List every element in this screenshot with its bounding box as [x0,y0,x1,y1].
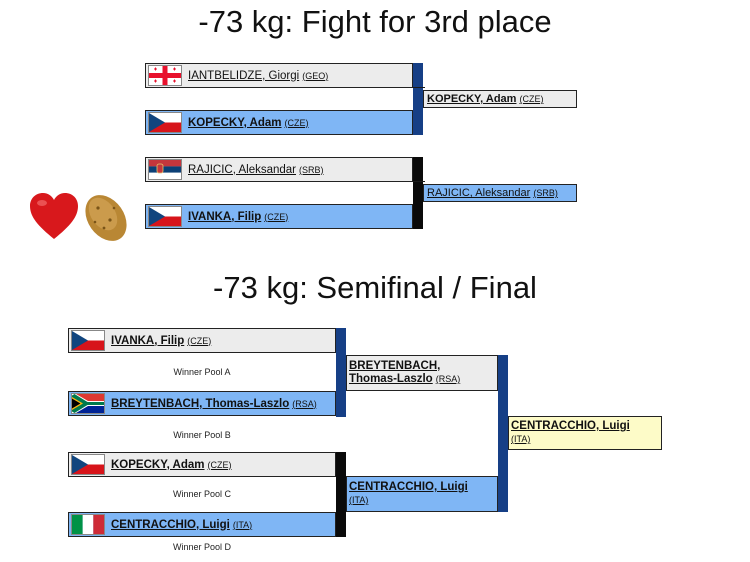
winner-slot-bout1[interactable]: KOPECKY, Adam (CZE) [423,90,577,108]
semifinal-connector-bar [336,452,346,537]
athlete-name[interactable]: KOPECKY, Adam [188,116,282,129]
athlete-name[interactable]: CENTRACCHIO, Luigi [511,420,630,432]
athlete-name[interactable]: BREYTENBACH, Thomas-Laszlo [111,397,290,410]
flag-czech-icon [71,330,105,351]
country-code: (ITA) [349,495,369,505]
athlete-name[interactable]: IVANKA, Filip [188,210,262,223]
connector-line [413,181,425,182]
athlete-name[interactable]: IVANKA, Filip [111,334,185,347]
athlete-name[interactable]: Thomas-Laszlo [349,373,433,385]
bracket-slot-ivanka[interactable]: IVANKA, Filip (CZE) [145,204,413,229]
country-code: (CZE) [187,335,212,346]
bracket-slot-kopecky-final[interactable]: KOPECKY, Adam (CZE) [68,452,336,477]
athlete-name[interactable]: KOPECKY, Adam [427,93,517,105]
country-code: (SRB) [533,188,558,198]
country-code: (SRB) [299,164,324,175]
final-title: -73 kg: Semifinal / Final [213,270,537,305]
country-code: (ITA) [232,519,253,530]
country-code: (CZE) [519,94,544,104]
athlete-name[interactable]: BREYTENBACH, [349,360,441,372]
pool-label: Winner Pool A [173,367,231,377]
bracket-slot-kopecky[interactable]: KOPECKY, Adam (CZE) [145,110,413,135]
bracket-slot-rajicic[interactable]: RAJICIC, Aleksandar (SRB) [145,157,413,182]
semifinal-winner-breytenbach[interactable]: BREYTENBACH, Thomas-Laszlo(RSA) [346,355,498,391]
athlete-name[interactable]: IANTBELIDZE, Giorgi [188,69,300,82]
country-code: (ITA) [511,434,531,444]
semifinal-winner-centracchio[interactable]: CENTRACCHIO, Luigi (ITA) [346,476,498,512]
country-code: (CZE) [207,459,232,470]
athlete-name[interactable]: RAJICIC, Aleksandar [188,163,297,176]
country-code: (CZE) [264,211,289,222]
connector-line [413,87,425,88]
bout-connector-bar [413,63,423,135]
flag-czech-icon [148,206,182,227]
pool-label: Winner Pool B [173,430,231,440]
bout-connector-bar [413,157,423,229]
flag-serbia-icon [148,159,182,180]
country-code: (GEO) [302,70,329,81]
athlete-name[interactable]: CENTRACCHIO, Luigi [349,481,468,493]
final-connector-bar [498,355,508,512]
semifinal-connector-bar [336,328,346,417]
flag-south-africa-icon [71,393,105,414]
flag-italy-icon [71,514,105,535]
bracket-slot-ivanka-final[interactable]: IVANKA, Filip (CZE) [68,328,336,353]
winner-slot-bout2[interactable]: RAJICIC, Aleksandar (SRB) [423,184,577,202]
country-code: (CZE) [284,117,309,128]
bracket-slot-iantbelidze[interactable]: IANTBELIDZE, Giorgi (GEO) [145,63,413,88]
flag-georgia-icon [148,65,182,86]
champion-slot[interactable]: CENTRACCHIO, Luigi (ITA) [508,416,662,450]
pool-label: Winner Pool D [172,542,232,552]
bracket-slot-breytenbach[interactable]: BREYTENBACH, Thomas-Laszlo (RSA) [68,391,336,416]
flag-czech-icon [71,454,105,475]
country-code: (RSA) [292,398,317,409]
athlete-name[interactable]: CENTRACCHIO, Luigi [111,518,230,531]
flag-czech-icon [148,112,182,133]
athlete-name[interactable]: KOPECKY, Adam [111,458,205,471]
country-code: (RSA) [435,374,461,384]
pool-label: Winner Pool C [172,489,232,499]
potato-icon [78,190,134,251]
bracket-slot-centracchio[interactable]: CENTRACCHIO, Luigi (ITA) [68,512,336,537]
athlete-name[interactable]: RAJICIC, Aleksandar [427,187,531,199]
red-heart-icon [28,192,80,247]
third-place-title: -73 kg: Fight for 3rd place [198,4,552,39]
